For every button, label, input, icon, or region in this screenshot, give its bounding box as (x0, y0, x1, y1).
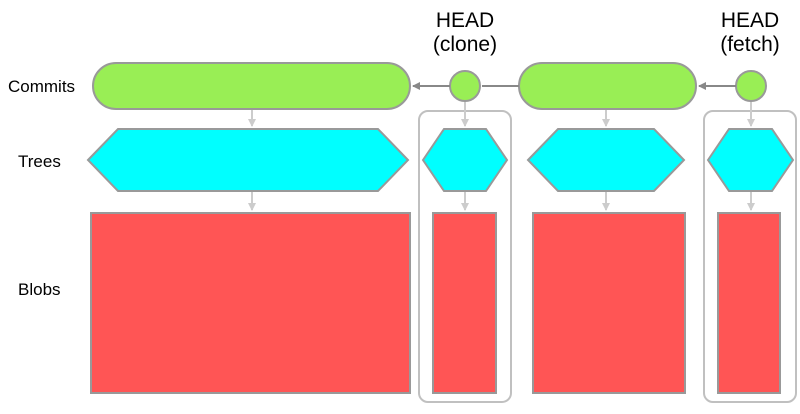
head-clone-line1: HEAD (436, 9, 494, 32)
history-trees-2 (526, 128, 686, 192)
blobs-clone (432, 212, 497, 394)
row-label-commits: Commits (8, 77, 75, 96)
tree-clone (421, 128, 509, 192)
commit-fetch-head (735, 70, 767, 102)
row-label-blobs: Blobs (18, 280, 61, 299)
row-label-trees: Trees (18, 152, 61, 171)
head-fetch-line2: (fetch) (720, 33, 780, 56)
head-fetch-line1: HEAD (721, 9, 779, 32)
history-blobs-2 (532, 212, 686, 394)
commit-clone-head (449, 70, 481, 102)
history-commits-1 (92, 62, 411, 110)
history-blobs-1 (90, 212, 411, 394)
history-commits-2 (518, 62, 697, 110)
tree-fetch (706, 128, 795, 192)
blobs-fetch (717, 212, 781, 394)
head-clone-line2: (clone) (433, 33, 497, 56)
history-trees-1 (86, 128, 410, 192)
